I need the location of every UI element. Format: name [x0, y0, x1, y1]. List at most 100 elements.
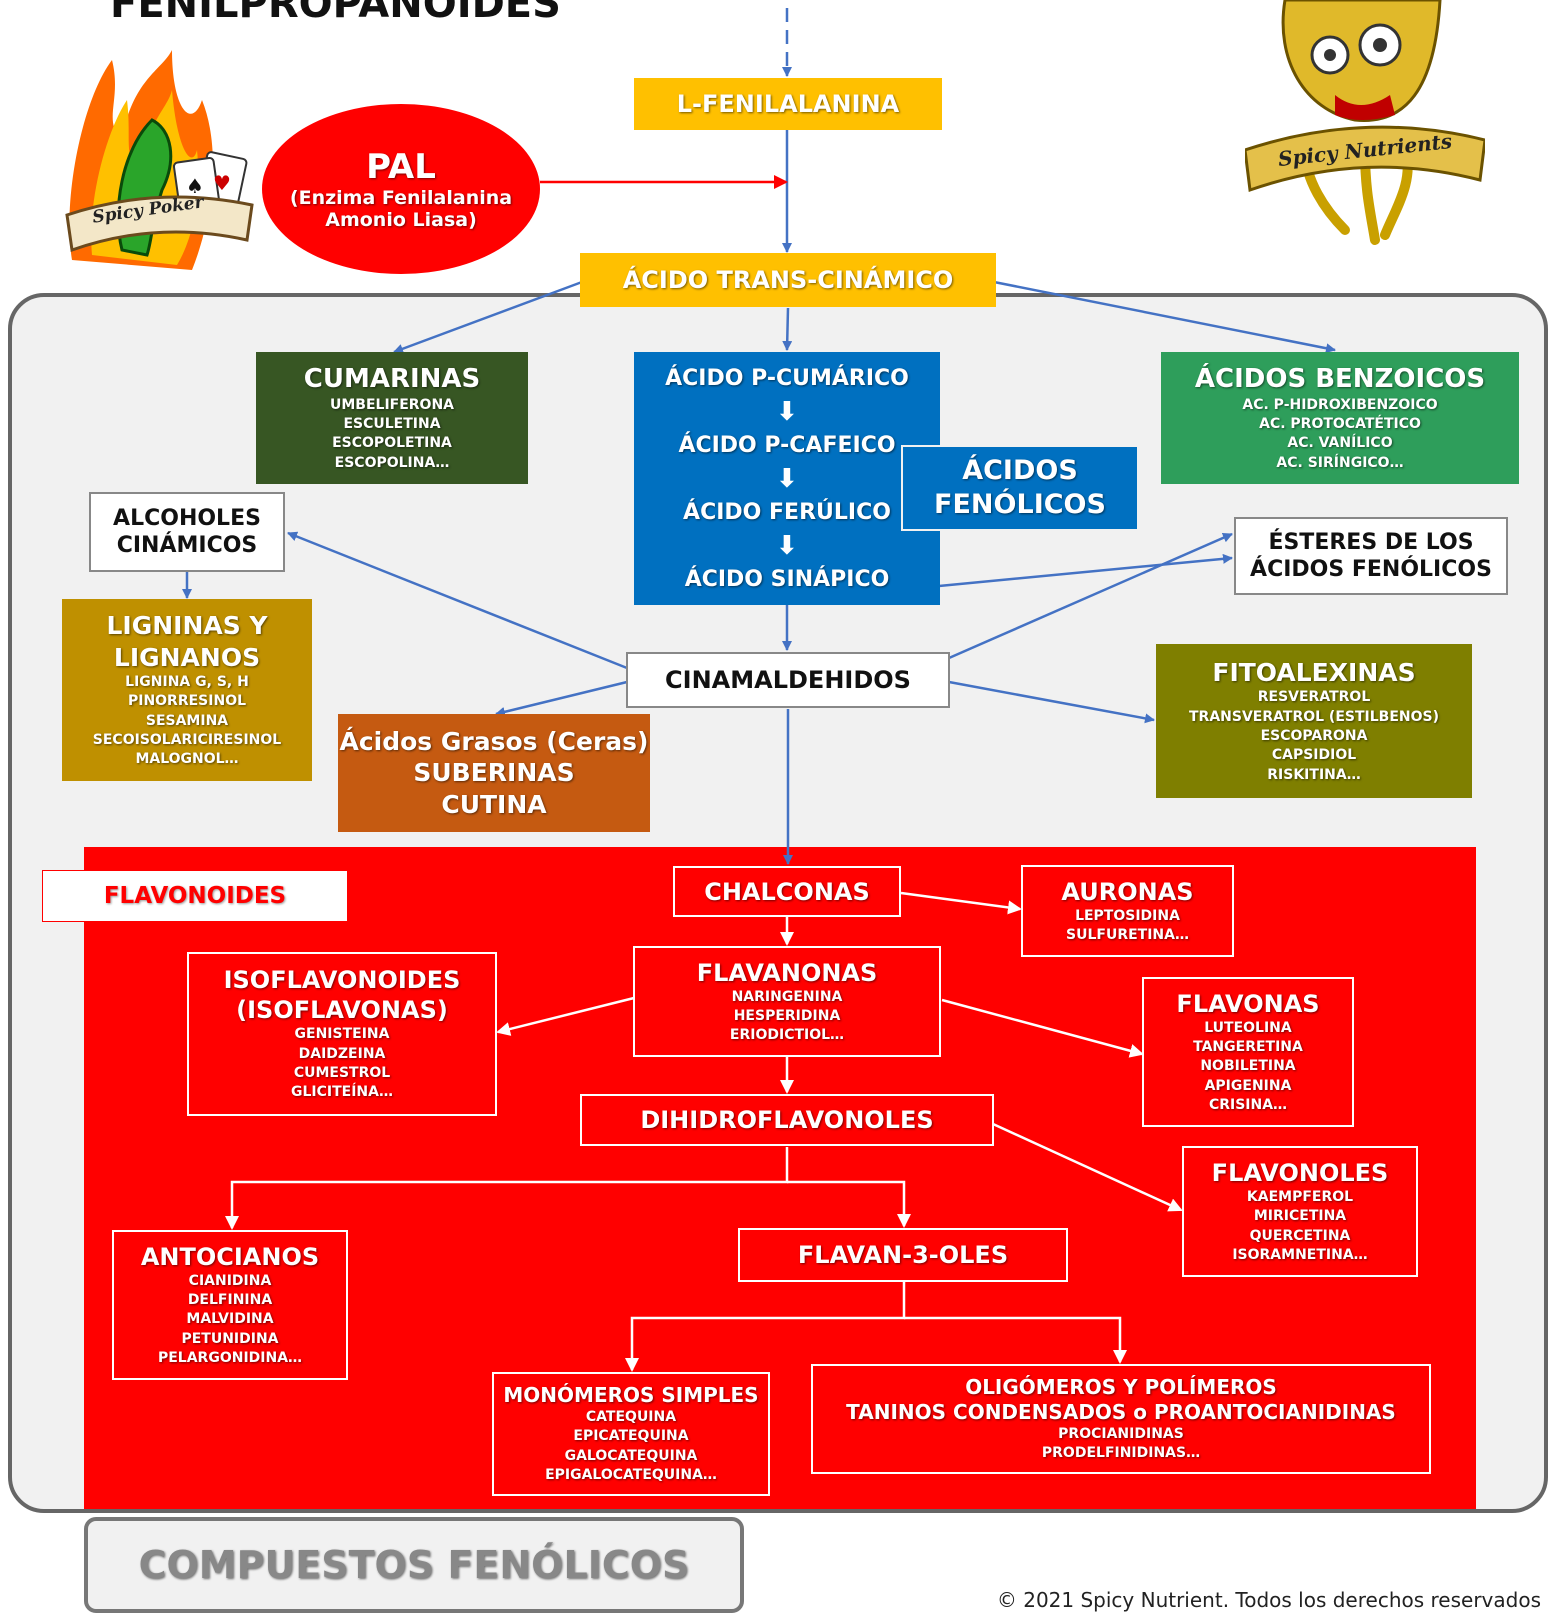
flavanonas-title: FLAVANONAS: [696, 958, 878, 987]
flavonoles-item: ISORAMNETINA…: [1232, 1246, 1368, 1263]
dihidroflavonoles-box: DIHIDROFLAVONOLES: [580, 1094, 994, 1146]
spicy-nutrients-logo: Spicy Nutrients: [1243, 0, 1487, 250]
antocianos-item: DELFININA: [187, 1292, 273, 1309]
ligninas-item: LIGNINA G, S, H: [125, 673, 249, 690]
antocianos-item: CIANIDINA: [188, 1272, 272, 1289]
cumarinas-item: ESCULETINA: [343, 415, 441, 432]
ligninas-line1: LIGNINAS Y: [106, 611, 268, 641]
auronas-box: AURONAS LEPTOSIDINA SULFURETINA…: [1021, 865, 1234, 957]
down-arrow-icon: ⬇: [776, 397, 798, 427]
acidos-benzoicos-box: ÁCIDOS BENZOICOS AC. P-HIDROXIBENZOICO A…: [1161, 352, 1519, 484]
trans-cinamico-box: ÁCIDO TRANS-CINÁMICO: [580, 253, 996, 307]
fitoalexinas-item: CAPSIDIOL: [1271, 747, 1357, 764]
flavan-3-oles-label: FLAVAN-3-OLES: [797, 1241, 1009, 1269]
dihidroflavonoles-label: DIHIDROFLAVONOLES: [640, 1106, 934, 1134]
alcoholes-line1: ALCOHOLES: [113, 505, 261, 531]
oligomeros-box: OLIGÓMEROS Y POLÍMEROS TANINOS CONDENSAD…: [811, 1364, 1431, 1474]
fitoalexinas-item: RESVERATROL: [1257, 689, 1371, 706]
monomeros-item: EPICATEQUINA: [573, 1428, 689, 1445]
acidos-grasos-box: Ácidos Grasos (Ceras) SUBERINAS CUTINA: [338, 714, 650, 832]
acidos-fenolicos-box: ÁCIDOS FENÓLICOS: [901, 445, 1139, 531]
flavonas-title: FLAVONAS: [1176, 989, 1320, 1018]
alcoholes-line2: CINÁMICOS: [116, 533, 258, 558]
acido-p-cafeico-label: ÁCIDO P-CAFEICO: [678, 432, 896, 458]
acido-ferulico: ÁCIDO FERÚLICO: [634, 496, 940, 528]
acido-p-cumarico: ÁCIDO P-CUMÁRICO: [634, 362, 940, 394]
monomeros-title: MONÓMEROS SIMPLES: [503, 1382, 759, 1407]
benzoicos-item: AC. PROTOCATÉTICO: [1259, 415, 1421, 432]
monomeros-item: CATEQUINA: [585, 1408, 677, 1425]
monomeros-item: EPIGALOCATEQUINA…: [545, 1466, 717, 1483]
benzoicos-item: AC. P-HIDROXIBENZOICO: [1242, 396, 1438, 413]
svg-text:♠: ♠: [186, 174, 204, 198]
fitoalexinas-item: TRANSVERATROL (ESTILBENOS): [1189, 708, 1439, 725]
flavonoles-item: KAEMPFEROL: [1246, 1188, 1354, 1205]
pal-line2: Amonio Liasa): [325, 209, 477, 232]
flavonas-item: NOBILETINA: [1200, 1058, 1296, 1075]
cumarinas-box: CUMARINAS UMBELIFERONA ESCULETINA ESCOPO…: [256, 352, 528, 484]
flavan-3-oles-box: FLAVAN-3-OLES: [738, 1228, 1068, 1282]
flavanonas-item: NARINGENINA: [731, 988, 843, 1005]
isoflavonoides-item: GLICITEÍNA…: [291, 1084, 393, 1101]
flavonas-item: APIGENINA: [1204, 1077, 1292, 1094]
antocianos-title: ANTOCIANOS: [140, 1242, 320, 1271]
ligninas-box: LIGNINAS Y LIGNANOS LIGNINA G, S, H PINO…: [62, 599, 312, 781]
flavonas-item: TANGERETINA: [1193, 1039, 1303, 1056]
flavonoles-box: FLAVONOLES KAEMPFEROL MIRICETINA QUERCET…: [1182, 1146, 1418, 1277]
ligninas-item: SECOISOLARICIRESINOL: [92, 731, 282, 748]
cumarinas-item: ESCOPOLINA…: [334, 454, 450, 471]
pal-title: PAL: [366, 146, 436, 187]
cinamaldehidos-box: CINAMALDEHIDOS: [626, 652, 950, 708]
ligninas-item: PINORRESINOL: [127, 693, 247, 710]
flavonoles-item: MIRICETINA: [1253, 1208, 1347, 1225]
chalconas-label: CHALCONAS: [704, 877, 870, 906]
grasos-line3: CUTINA: [441, 789, 547, 819]
benzoicos-item: AC. VANÍLICO: [1287, 435, 1393, 452]
acido-sinapico: ÁCIDO SINÁPICO: [634, 563, 940, 595]
flavonoles-title: FLAVONOLES: [1211, 1158, 1389, 1187]
down-arrow-icon: ⬇: [776, 531, 798, 561]
flavanonas-item: HESPERIDINA: [733, 1007, 841, 1024]
ligninas-item: MALOGNOL…: [135, 751, 239, 768]
acidos-fenolicos-line1: ÁCIDOS: [962, 455, 1078, 487]
cumarinas-item: UMBELIFERONA: [329, 396, 455, 413]
esteres-line1: ÉSTERES DE LOS: [1268, 529, 1474, 555]
flavanonas-item: ERIODICTIOL…: [729, 1027, 845, 1044]
spicy-poker-logo: ♥ ♠ Spicy Poker: [52, 40, 262, 285]
fitoalexinas-item: RISKITINA…: [1267, 766, 1361, 783]
page-title: FENILPROPANOIDES: [110, 0, 561, 27]
l-fenilalanina-label: L-FENILALANINA: [676, 90, 900, 118]
antocianos-item: PETUNIDINA: [181, 1330, 279, 1347]
acidos-chain-box: [634, 352, 940, 605]
isoflavonoides-box: ISOFLAVONOIDES (ISOFLAVONAS) GENISTEINA …: [187, 952, 497, 1116]
flavonoides-area: [84, 847, 1476, 1509]
flavonoides-label-box: FLAVONOIDES: [42, 870, 348, 922]
ligninas-item: SESAMINA: [145, 712, 229, 729]
ligninas-line2: LIGNANOS: [113, 642, 261, 672]
oligomeros-item: PRODELFINIDINAS…: [1041, 1445, 1201, 1461]
auronas-title: AURONAS: [1061, 877, 1194, 906]
flavanonas-box: FLAVANONAS NARINGENINA HESPERIDINA ERIOD…: [633, 946, 941, 1057]
antocianos-item: MALVIDINA: [186, 1311, 274, 1328]
flavonas-box: FLAVONAS LUTEOLINA TANGERETINA NOBILETIN…: [1142, 977, 1354, 1127]
copyright-text: © 2021 Spicy Nutrient. Todos los derecho…: [996, 1588, 1541, 1612]
acido-p-cafeico: ÁCIDO P-CAFEICO: [634, 429, 940, 461]
isoflavonoides-item: GENISTEINA: [294, 1026, 390, 1043]
antocianos-item: PELARGONIDINA…: [157, 1349, 303, 1366]
svg-text:♥: ♥: [213, 171, 231, 195]
pal-enzyme: PAL (Enzima Fenilalanina Amonio Liasa): [262, 104, 540, 274]
cumarinas-title: CUMARINAS: [303, 364, 481, 395]
auronas-item: LEPTOSIDINA: [1075, 907, 1180, 924]
flavonoles-item: QUERCETINA: [1249, 1227, 1351, 1244]
acidos-fenolicos-line2: FENÓLICOS: [934, 489, 1106, 520]
isoflavonoides-line1: ISOFLAVONOIDES: [223, 966, 461, 995]
cumarinas-item: ESCOPOLETINA: [332, 435, 452, 452]
fitoalexinas-title: FITOALEXINAS: [1212, 658, 1416, 688]
esteres-box: ÉSTERES DE LOS ÁCIDOS FENÓLICOS: [1234, 517, 1508, 595]
monomeros-item: GALOCATEQUINA: [564, 1447, 698, 1464]
acido-ferulico-label: ÁCIDO FERÚLICO: [683, 499, 891, 525]
isoflavonoides-item: CUMESTROL: [293, 1065, 391, 1081]
oligomeros-item: PROCIANIDINAS: [1058, 1425, 1184, 1442]
down-arrow-icon: ⬇: [776, 464, 798, 494]
